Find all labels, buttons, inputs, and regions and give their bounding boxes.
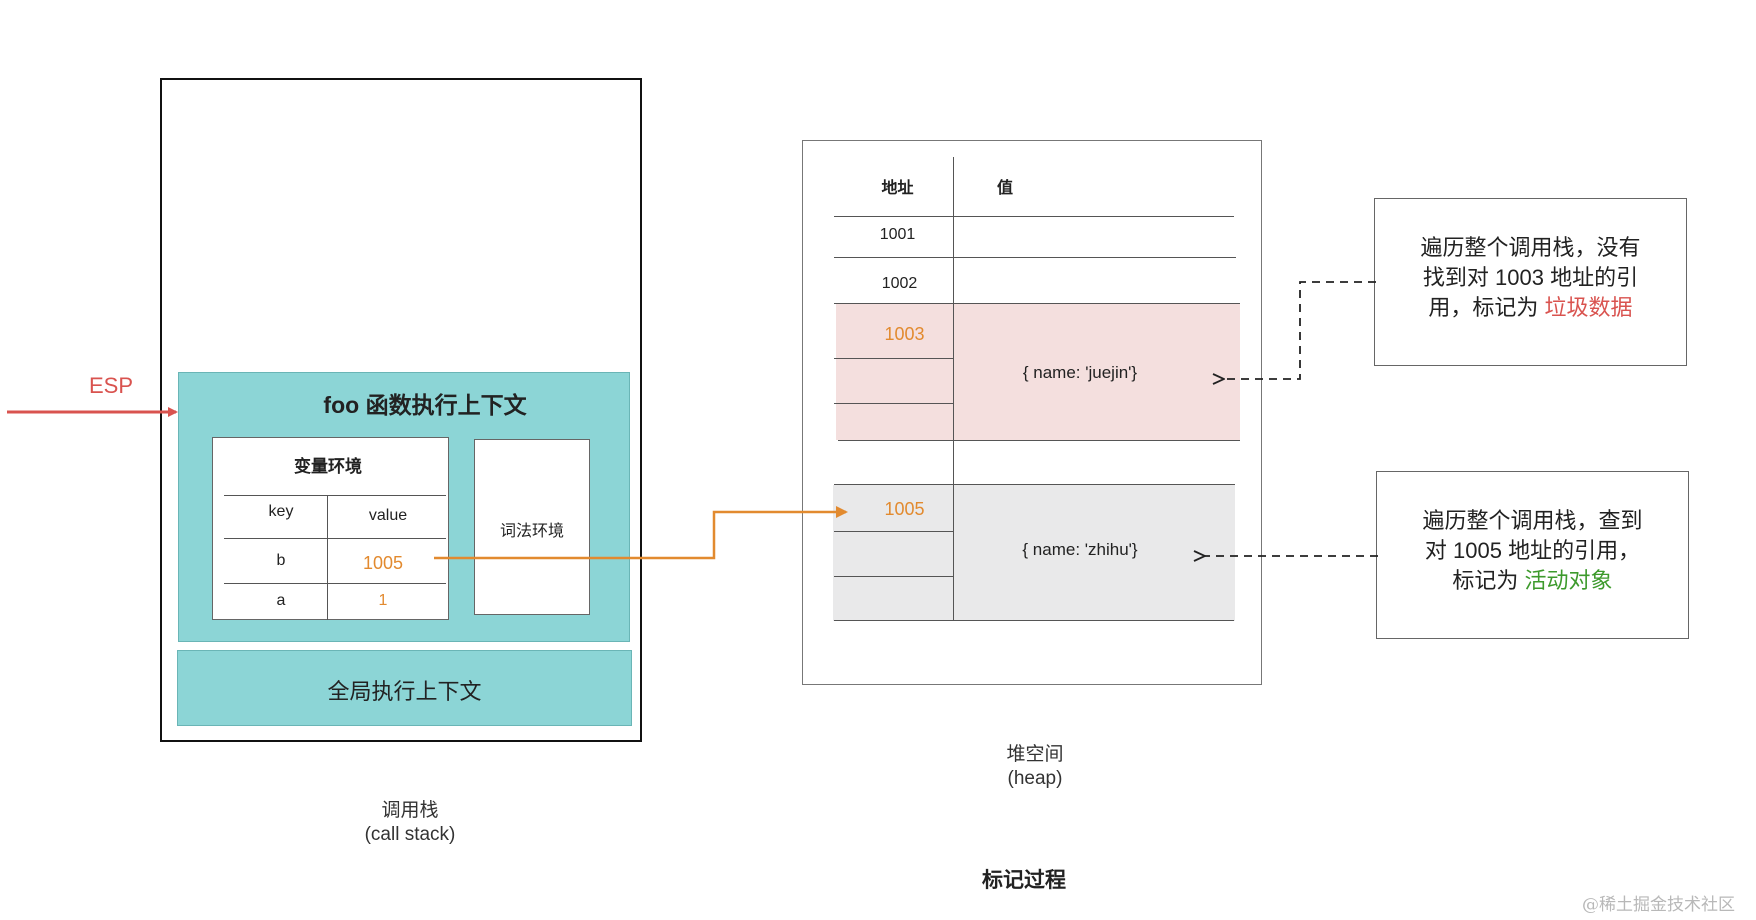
varenv-header-key: key [268, 503, 294, 520]
varenv-column-divider [327, 495, 329, 620]
reference-arrow-b-to-1005 [434, 506, 848, 560]
garbage-note-box: 遍历整个调用栈，没有 找到对 1003 地址的引 用，标记为 垃圾数据 [1374, 198, 1687, 366]
foo-context-title: foo 函数执行上下文 [323, 392, 527, 418]
heap-header-value: 值 [996, 180, 1013, 197]
global-execution-context [177, 650, 632, 726]
global-context-title: 全局执行上下文 [327, 679, 482, 704]
variable-environment-title: 变量环境 [294, 457, 362, 476]
garbage-data-highlight: 垃圾数据 [1544, 295, 1633, 320]
heap-address-1001: 1001 [879, 226, 916, 243]
active-note-line1: 遍历整个调用栈，查到 [1422, 508, 1643, 533]
heap-divider-1003-end [838, 440, 1240, 442]
garbage-note-line2: 找到对 1003 地址的引 [1422, 265, 1639, 290]
heap-object-juejin: { name: 'juejin'} [1022, 363, 1138, 382]
heap-address-1002: 1002 [881, 275, 918, 292]
heap-header-address: 地址 [881, 180, 914, 197]
varenv-divider-bottom [224, 583, 446, 585]
heap-row-1005-highlight [833, 485, 1235, 621]
garbage-note-line3: 用，标记为 垃圾数据 [1375, 293, 1686, 323]
heap-row-1003-highlight [836, 304, 1240, 440]
varenv-divider-mid [224, 538, 446, 540]
varenv-row-b-key: b [276, 552, 286, 569]
heap-divider-1005-a [834, 531, 954, 533]
active-note-line3-prefix: 标记为 [1452, 568, 1525, 593]
active-note-line3: 标记为 活动对象 [1377, 566, 1688, 596]
heap-address-1003: 1003 [884, 324, 925, 344]
esp-label: ESP [89, 373, 134, 398]
varenv-header-value: value [368, 507, 408, 524]
lexical-environment-box [474, 439, 590, 615]
active-note-box: 遍历整个调用栈，查到 对 1005 地址的引用， 标记为 活动对象 [1376, 471, 1689, 639]
varenv-row-a-key: a [276, 592, 286, 609]
heap-divider-1001 [834, 257, 1236, 259]
call-stack-caption-line2: (call stack) [364, 824, 456, 845]
heap-address-1005: 1005 [884, 499, 925, 519]
call-stack-caption-line1: 调用栈 [381, 800, 439, 821]
garbage-note-line1: 遍历整个调用栈，没有 [1420, 235, 1641, 260]
heap-divider-header [834, 216, 1234, 218]
active-object-highlight: 活动对象 [1524, 568, 1613, 593]
heap-divider-1003-b [834, 403, 954, 405]
garbage-note-line3-prefix: 用，标记为 [1428, 295, 1545, 320]
varenv-divider-top [224, 495, 446, 497]
heap-divider-1005-start [834, 484, 1235, 486]
heap-column-divider [953, 157, 955, 621]
heap-divider-1002 [834, 303, 1240, 305]
heap-divider-1003-a [834, 358, 954, 360]
diagram-title: 标记过程 [982, 869, 1066, 892]
heap-caption-line2: (heap) [1007, 768, 1063, 789]
variable-environment-box [212, 437, 449, 620]
varenv-row-a-value: 1 [378, 592, 388, 609]
watermark: @稀土掘金技术社区 [1582, 895, 1735, 915]
active-note-line2: 对 1005 地址的引用， [1424, 538, 1641, 563]
heap-object-zhihu: { name: 'zhihu'} [1022, 540, 1138, 559]
heap-caption-line1: 堆空间 [1006, 744, 1064, 765]
lexical-environment-title: 词法环境 [499, 523, 564, 540]
heap-divider-bottom [834, 620, 1234, 622]
garbage-note-pointer [1224, 281, 1376, 379]
heap-divider-1005-b [834, 576, 954, 578]
varenv-row-b-value: 1005 [362, 553, 404, 573]
